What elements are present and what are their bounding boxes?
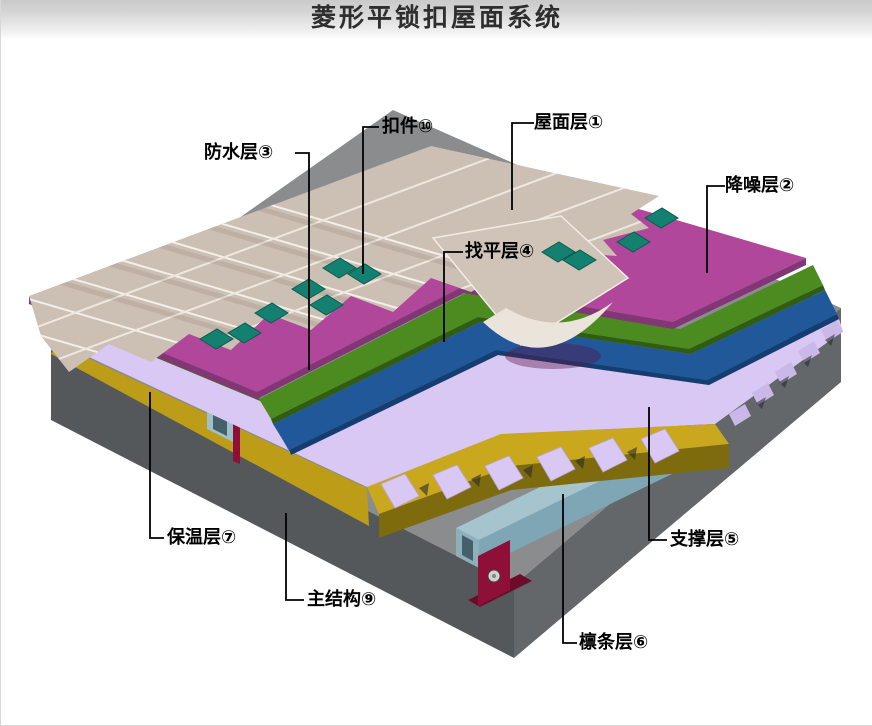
page-title: 菱形平锁扣屋面系统 [310, 3, 563, 32]
label-waterproof-layer: 防水层③ [204, 142, 274, 163]
label-support-layer: 支撑层⑤ [670, 529, 740, 550]
label-leveling-layer: 找平层④ [465, 241, 535, 262]
callout-lines [149, 122, 725, 644]
label-structure-layer: 主结构⑨ [307, 589, 377, 610]
label-noise-layer: 降噪层② [725, 175, 795, 196]
header-bar: 菱形平锁扣屋面系统 [1, 0, 872, 38]
label-purlin-layer: 檩条层⑥ [579, 632, 649, 653]
support-layer-shape [35, 306, 843, 509]
curled-tile [431, 215, 630, 369]
label-fastener: 扣件⑩ [382, 116, 434, 137]
insulation-layer-shape [51, 344, 729, 538]
label-insulation-layer: 保温层⑦ [167, 527, 237, 548]
bracket-front [468, 540, 532, 607]
leveling-layer-shape [273, 290, 839, 455]
label-roof-layer: 屋面层① [534, 112, 604, 133]
